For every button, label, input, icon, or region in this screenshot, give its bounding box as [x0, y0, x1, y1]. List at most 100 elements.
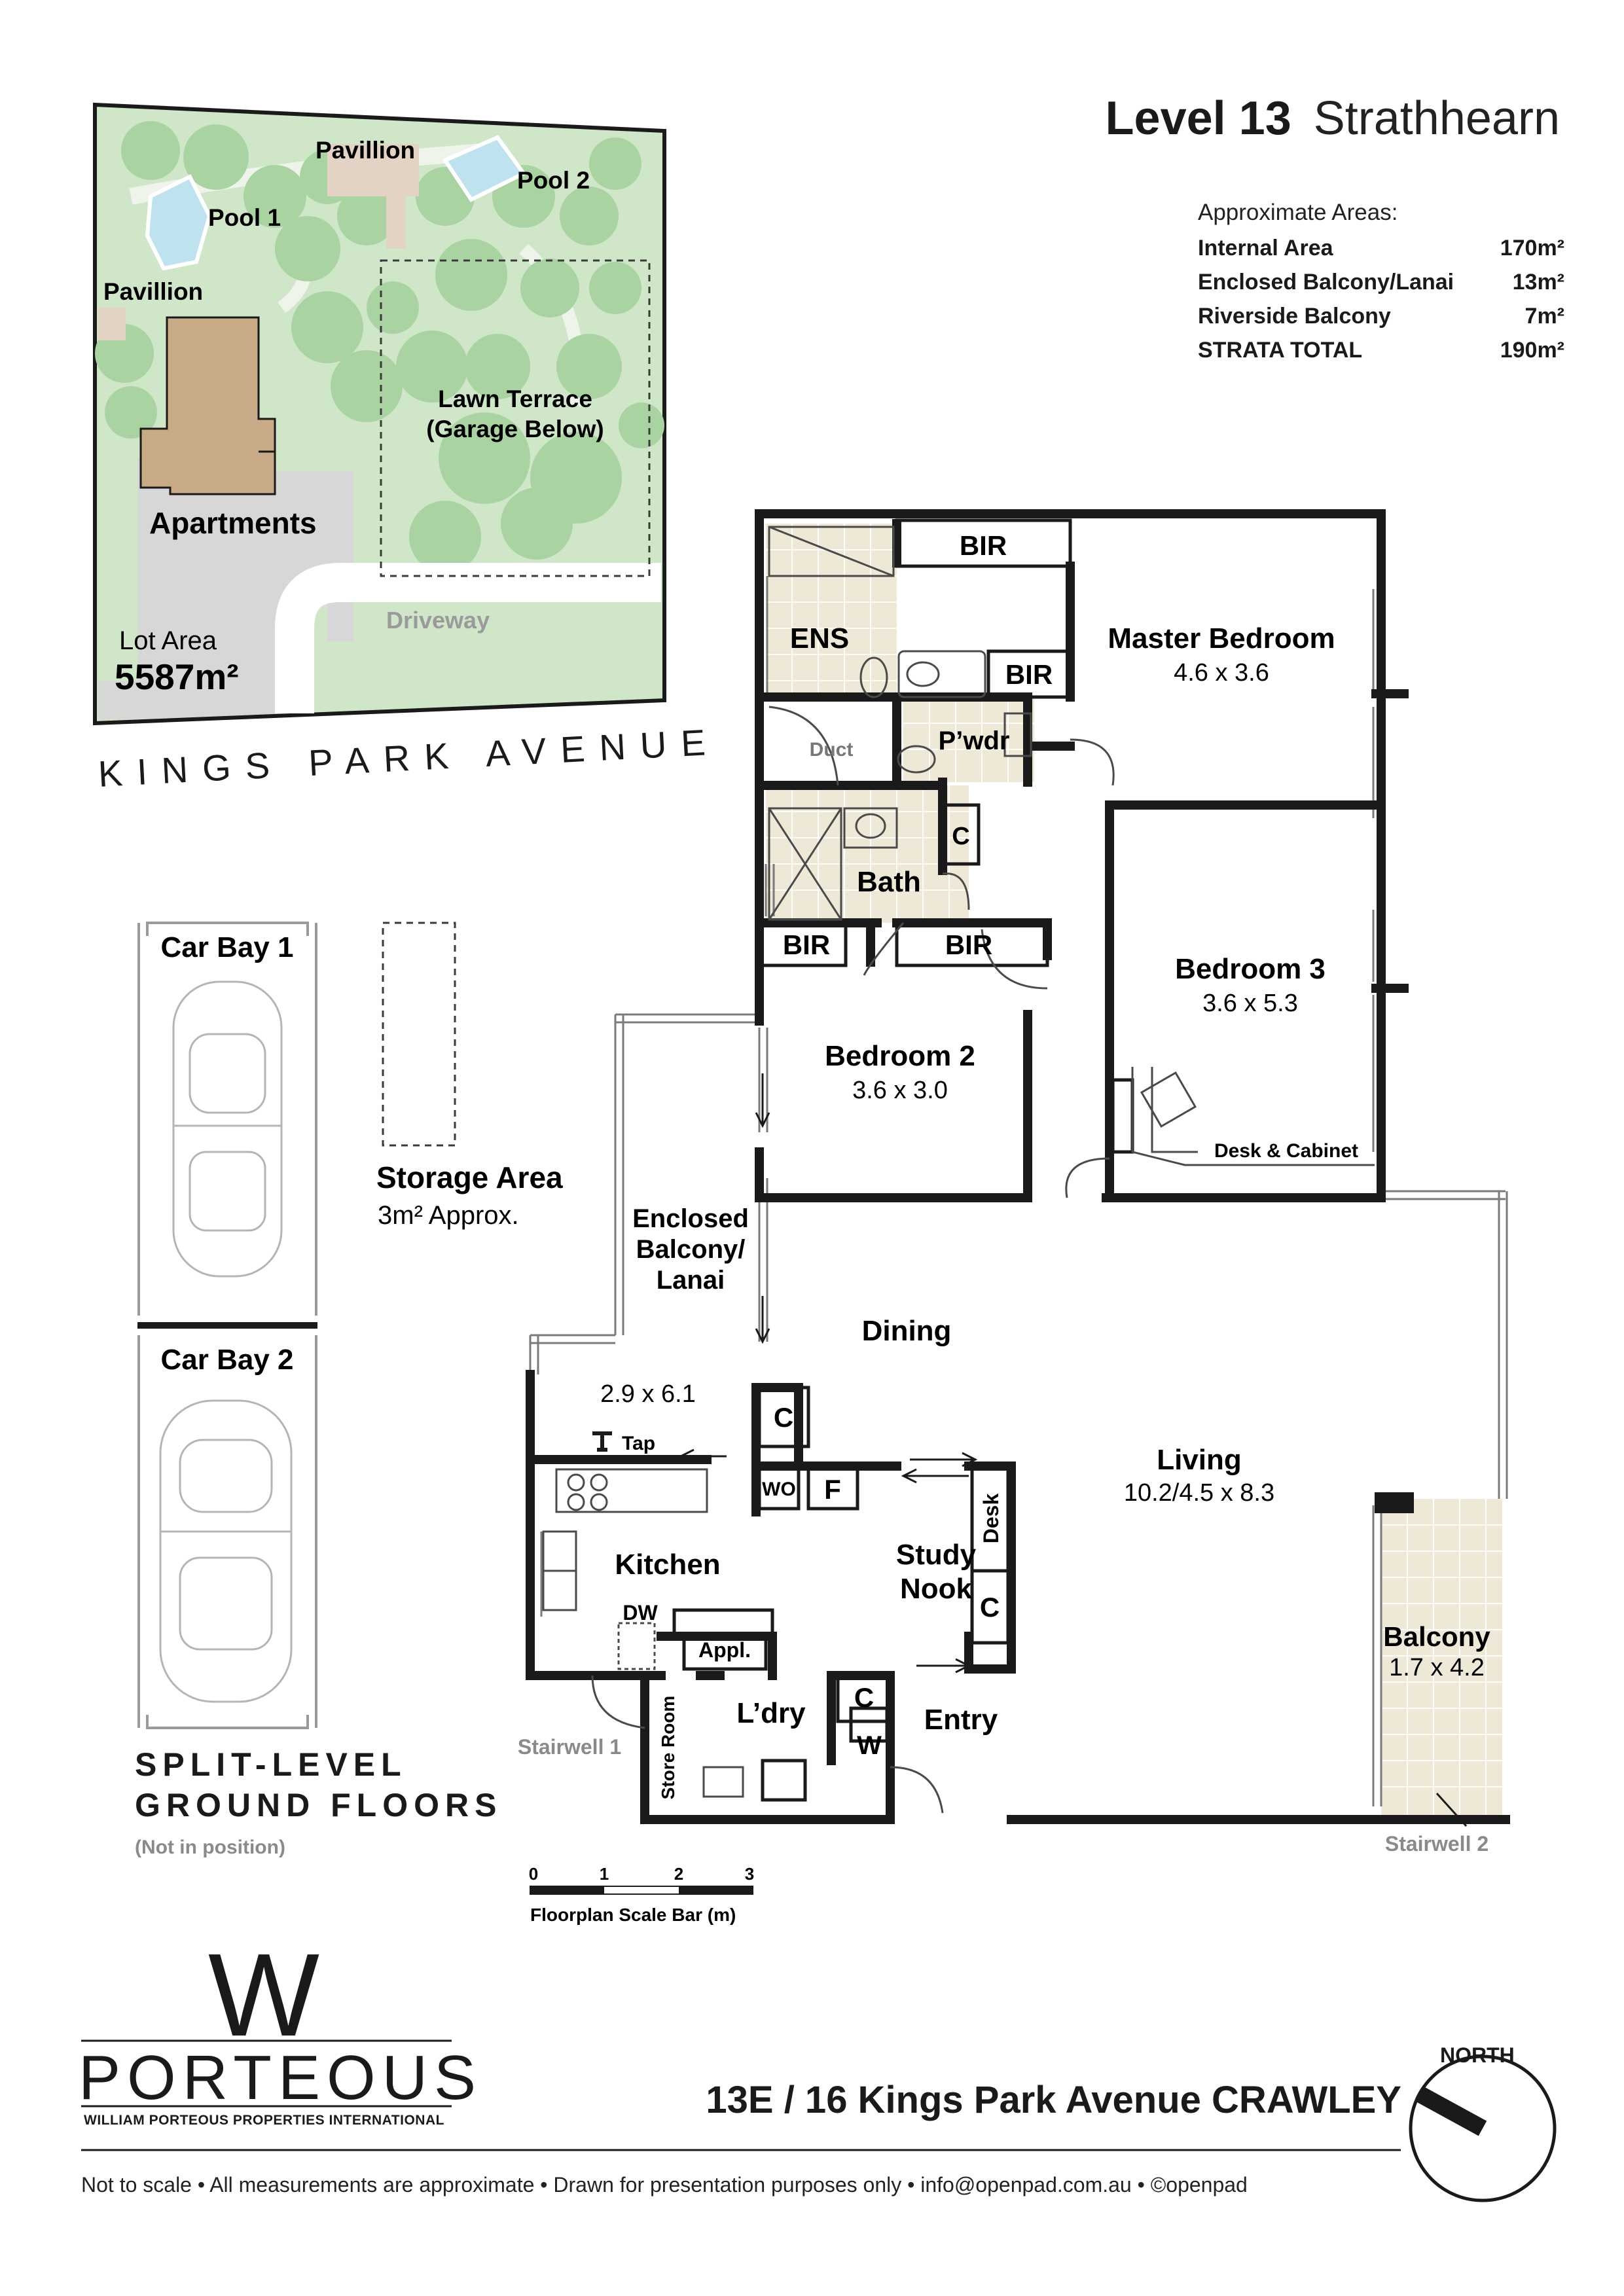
car-bay-1-label: Car Bay 1	[160, 931, 293, 963]
apartments-paving	[98, 458, 353, 720]
logo-mark: W	[208, 1929, 319, 2061]
split-level-line-2: GROUND FLOORS	[135, 1787, 503, 1823]
duct-label: Duct	[810, 739, 854, 761]
scale-tick-2: 2	[674, 1864, 683, 1884]
page-header: Level 13 Strathhearn	[1106, 92, 1560, 145]
scale-tick-1: 1	[600, 1864, 609, 1884]
laundry-label: L’dry	[736, 1697, 806, 1729]
storage-area-size: 3m² Approx.	[378, 1201, 519, 1230]
cooktop	[555, 1468, 708, 1513]
driveway-shape	[275, 563, 661, 713]
bir-top-label: BIR	[960, 530, 1007, 561]
trees	[95, 121, 664, 573]
lawn-terrace-label: Lawn Terrace	[438, 386, 592, 412]
area-row: Internal Area 170m²	[1198, 231, 1564, 265]
not-in-position-note: (Not in position)	[135, 1837, 285, 1858]
dining-label: Dining	[862, 1315, 952, 1347]
pavillion-left-label: Pavillion	[103, 278, 203, 305]
storage-area-outline	[382, 922, 456, 1147]
desk-cabinet	[1131, 1067, 1375, 1166]
stairwell-2-label: Stairwell 2	[1385, 1832, 1489, 1856]
pavillion-left-shape	[98, 308, 126, 340]
study-nook-label-2: Nook	[900, 1573, 973, 1605]
scale-bar: 0 1 2 3 Floorplan Scale Bar (m)	[529, 1864, 754, 1925]
north-needle-icon	[1416, 2087, 1487, 2136]
ground-floor: Car Bay 1 Car Bay 2 Storage Area 3m² App…	[137, 922, 563, 1729]
pavillion-top-label: Pavillion	[316, 137, 415, 164]
balcony-label: Balcony	[1383, 1621, 1490, 1652]
apartments-label: Apartments	[149, 506, 317, 540]
toilet-ens	[859, 656, 888, 698]
storage-area-label: Storage Area	[376, 1160, 563, 1194]
cupboard-laundry-label: C	[854, 1682, 874, 1713]
tap-label: Tap	[622, 1433, 655, 1454]
lawn-terrace-outline	[380, 259, 651, 577]
ensuite-tiles	[766, 524, 897, 697]
master-bedroom-size: 4.6 x 3.6	[1174, 659, 1269, 687]
bedroom-2-label: Bedroom 2	[825, 1040, 975, 1072]
level-title: Level 13	[1105, 92, 1291, 145]
car-bay-2-label: Car Bay 2	[160, 1344, 293, 1376]
area-value: 170m²	[1500, 236, 1564, 260]
driveway-label: Driveway	[386, 607, 490, 634]
pool-2-label: Pool 2	[517, 167, 590, 194]
areas-title: Approximate Areas:	[1198, 200, 1398, 225]
kitchen-dims: 2.9 x 6.1	[600, 1380, 696, 1408]
entry-label: Entry	[924, 1704, 998, 1736]
bedroom-3-label: Bedroom 3	[1175, 953, 1326, 985]
north-label: NORTH	[1440, 2043, 1515, 2067]
bath-shower	[768, 807, 842, 921]
cupboard-pantry-label: C	[774, 1402, 793, 1433]
north-arrow	[1409, 2054, 1557, 2202]
lot-area-label: Lot Area	[119, 626, 217, 655]
areas-table: Approximate Areas: Internal Area 170m² En…	[1198, 200, 1564, 367]
lot-area-value: 5587m²	[115, 656, 239, 697]
scale-caption: Floorplan Scale Bar (m)	[530, 1905, 736, 1925]
scale-tick-3: 3	[745, 1864, 754, 1884]
balcony-post	[1375, 1492, 1414, 1513]
building-name: Strathhearn	[1313, 92, 1560, 145]
dishwasher	[617, 1622, 656, 1670]
bedroom-2-size: 3.6 x 3.0	[852, 1077, 948, 1104]
balcony-tiles	[1381, 1499, 1502, 1820]
area-label: STRATA TOTAL	[1198, 338, 1363, 363]
split-level-line-1: SPLIT-LEVEL	[135, 1746, 407, 1783]
wo-label: WO	[762, 1479, 796, 1500]
laundry-tub	[702, 1766, 744, 1798]
appliance-label: Appl.	[698, 1638, 751, 1662]
area-label: Riverside Balcony	[1198, 304, 1391, 329]
pool-1-shape	[145, 173, 212, 271]
toilet-pwdr	[897, 745, 936, 774]
property-address: 13E / 16 Kings Park Avenue CRAWLEY	[706, 2079, 1401, 2121]
lawn-terrace-sublabel: (Garage Below)	[426, 416, 604, 442]
cupboard-bath-label: C	[952, 823, 969, 850]
living-label: Living	[1157, 1444, 1242, 1476]
enclosed-balcony-label-2: Balcony/	[636, 1235, 746, 1264]
enclosed-balcony-label-3: Lanai	[657, 1266, 725, 1295]
balcony-size: 1.7 x 4.2	[1389, 1654, 1485, 1681]
stairwell-1-label: Stairwell 1	[518, 1735, 621, 1759]
shower	[768, 526, 895, 577]
pavillion-top-shape	[327, 144, 419, 249]
area-label: Enclosed Balcony/Lanai	[1198, 270, 1454, 295]
living-size: 10.2/4.5 x 8.3	[1124, 1479, 1274, 1507]
bir-master-label: BIR	[1005, 659, 1053, 690]
footer-disclaimer: Not to scale • All measurements are appr…	[81, 2173, 1248, 2197]
bedroom-3-size: 3.6 x 5.3	[1202, 990, 1298, 1017]
ens-label: ENS	[790, 622, 849, 655]
apartments-building	[139, 316, 276, 495]
powder-tiles	[903, 697, 1034, 782]
desk-label: Desk	[979, 1494, 1003, 1544]
area-label: Internal Area	[1198, 236, 1333, 260]
bir-bed2a-label: BIR	[783, 929, 830, 960]
bir-bed2b-label: BIR	[945, 929, 992, 960]
store-room-label: Store Room	[658, 1696, 678, 1800]
car-2-icon	[159, 1399, 293, 1703]
study-nook-label-1: Study	[896, 1539, 977, 1571]
pool-1-label: Pool 1	[208, 204, 281, 231]
tap-icon	[592, 1431, 612, 1452]
